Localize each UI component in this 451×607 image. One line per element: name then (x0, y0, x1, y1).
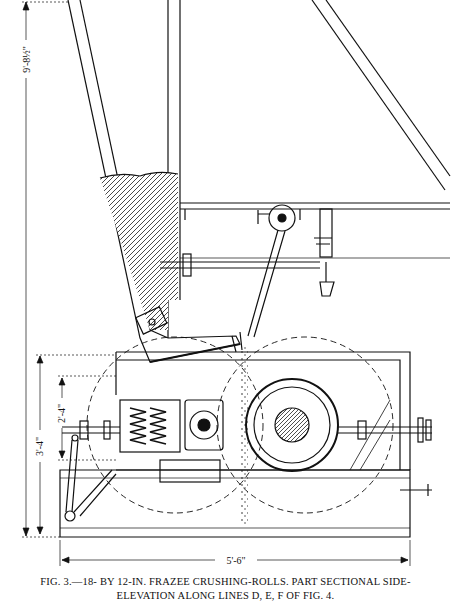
figure-caption: FIG. 3.—18- BY 12-IN. FRAZEE CRUSHING-RO… (18, 575, 433, 603)
feed-shaft (160, 205, 334, 337)
hopper (68, 0, 180, 338)
height-dimension: 9'-8½" (21, 45, 32, 74)
roll-housing (60, 352, 410, 537)
roll-height-dimension: 2'-4" (57, 402, 68, 423)
lever (65, 435, 116, 521)
dimension-lines (22, 2, 410, 566)
adjusting-screws (62, 418, 432, 496)
spring-box (120, 400, 180, 452)
housing-height-dimension: 3'-4" (35, 435, 46, 456)
base-length-dimension: 5'-6" (225, 555, 246, 566)
rolls (87, 337, 393, 513)
feeder-spout (136, 307, 242, 362)
upper-frame (180, 0, 450, 258)
